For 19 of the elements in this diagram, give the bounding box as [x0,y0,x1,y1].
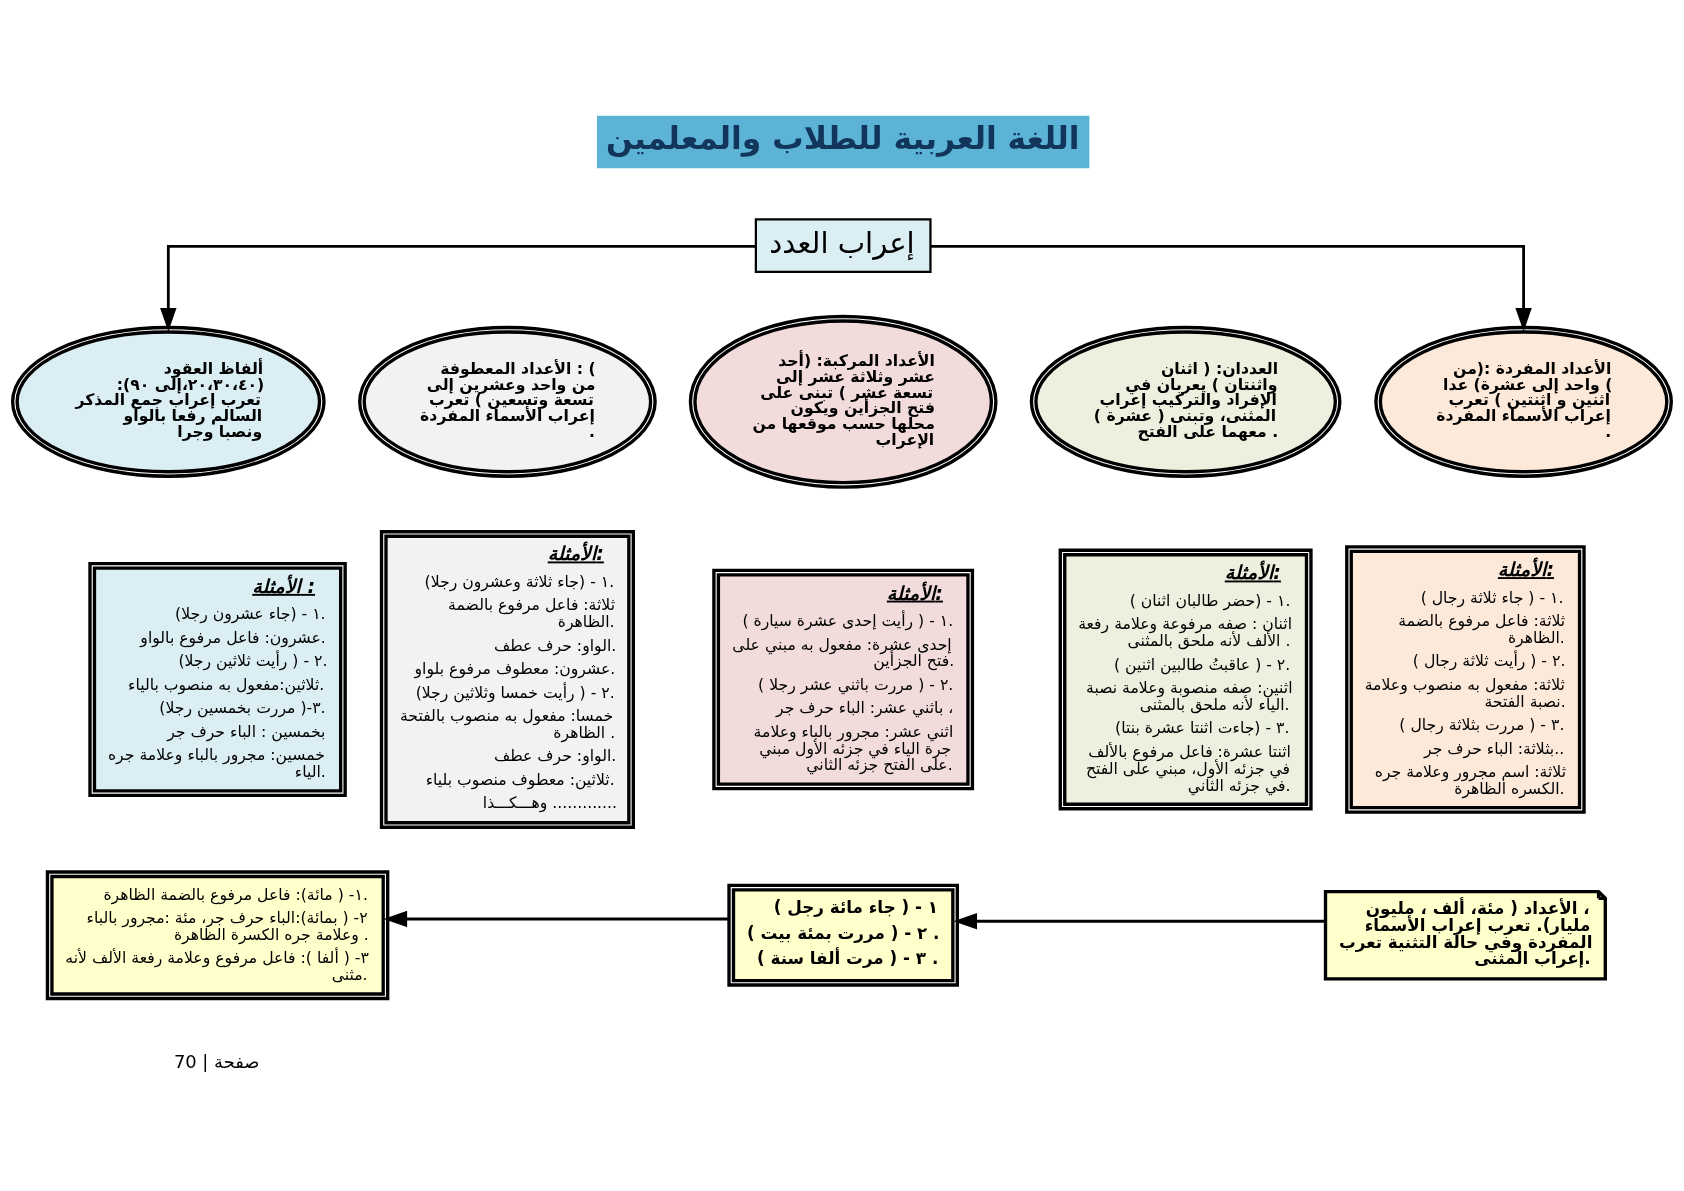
arrow [930,244,1532,332]
label: 70 | صفحة [173,1050,260,1072]
arrow [383,910,729,927]
node-box: ١ - ( جاء مائة رجل ) ٢ - ( مررت بمئة بيت ) . ٣ - ( مرت ألفا سنة ) . [727,883,959,987]
node-ellipse: الأعداد المعطوفة : ( من واحد وعشرين إلى تسعة وتسعين ) تعرب إعراب الأسماء المفردة . [358,325,657,478]
node-ellipse: العددان: ( اثنان واثنتان ) يعربان في الإفراد والتركيب إعراب المثنى، وتبنى ( عشرة ) معهما على الفتح . [1029,325,1342,478]
node-box: ١- ( مائة): فاعل مرفوع بالضمة الظاهرة. ٢- ( بمائة):الباء حرف جر، مئة :مجرور بالباء وعلامة جره الكسرة الظاهرة . ٣- ( ألفا ): فاعل مرفوع وعلامة رفعة الألف لأنه مثنى. [45,869,390,1000]
node-box: الأمثلة: ١ - (حضر طالبان اثنان ). اثنان : صفه مرفوعة وعلامة رفعة الألف لأنه ملحق بالمثنى . ٢ - ( عاقبتُ طالبين اثنين ). اثنين: صفه منصوبة وعلامة نصبة الياء لأنه ملحق بالمثنى. ٣ - (جاءت اثنتا عشرة بنتا). اثنتا عشرة: فاعل مرفوع بالألف في جزئه الأول، مبني على الفتح في جزئه الثاني. [1058,548,1313,810]
node-ellipse: الأعداد المفردة :(من واحد إلى عشرة) عدا ( اثنين و اثنتين ) تعرب إعراب الأسماء المفردة . [1374,325,1673,478]
node-box: الأمثلة: ١ - ( جاء ثلاثة رجال ). ثلاثة: فاعل مرفوع بالضمة الظاهرة. ٢ - ( رأيت ثلاثة رجال ). ثلاثة: مفعول به منصوب وعلامة نصبة الفتحة. ٣ - ( مررت بثلاثة رجال ). بثلاثة: الباء حرف جر.. ثلاثة: اسم مجرور وعلامة جره الكسره الظاهرة. [1345,544,1586,814]
node-box: الأمثلة: ١ - ( رأيت إحدى عشرة سيارة ). إحدى عشرة: مفعول به مبني على فتح الجزأين. ٢ - ( مررت باثني عشر رجلا ). باثني عشر: الباء حرف جر ، اثني عشر: مجرور بالباء وعلامة جرة الياء في جزئه الأول مبني على الفتح جزئه الثاني. [712,568,975,790]
node-box: الأمثلة: ١ - (جاء ثلاثة وعشرون رجلا). ثلاثة: فاعل مرفوع بالضمة الظاهرة. الواو: حرف عطف. عشرون: معطوف مرفوع بلواو. ٢ - ( رأيت خمسا وثلاثين رجلا). خمسا: مفعول به منصوب بالفتحة الظاهرة . الواو: حرف عطف. ثلاثين: معطوف منصوب بلياء. وهـــكـــذا ............. [379,529,635,829]
node-box: إعراب العدد [754,217,932,273]
label: اللغة العربية للطلاب والمعلمين [605,119,1080,156]
node-box: الأمثلة : ١ - (جاء عشرون رجلا). عشرون: فاعل مرفوع بالواو. ٢ - ( رأيت ثلاثين رجلا). ثلاثين:مفعول به منصوب بالياء. ٣-( مررت بخمسين رجلا). بخمسين : الباء حرف جر خمسين: مجرور بالباء وعلامة جره الياء. [88,561,347,797]
node-ellipse: ألفاظ العقود :(٢٠،٣٠،٤٠،إلى ٩٠) تعرب إعراب جمع المذكر السالم رفعا بالواو ونصبا وجرا [10,325,326,478]
arrow [953,912,1326,929]
node-ellipse: الأعداد المركبة: (أحد عشر وثلاثة عشر إلى تسعة عشر ) تبنى على فتح الجزأين ويكون محلها حسب موقعها من الإعراب [688,314,998,489]
arrow [160,244,756,332]
